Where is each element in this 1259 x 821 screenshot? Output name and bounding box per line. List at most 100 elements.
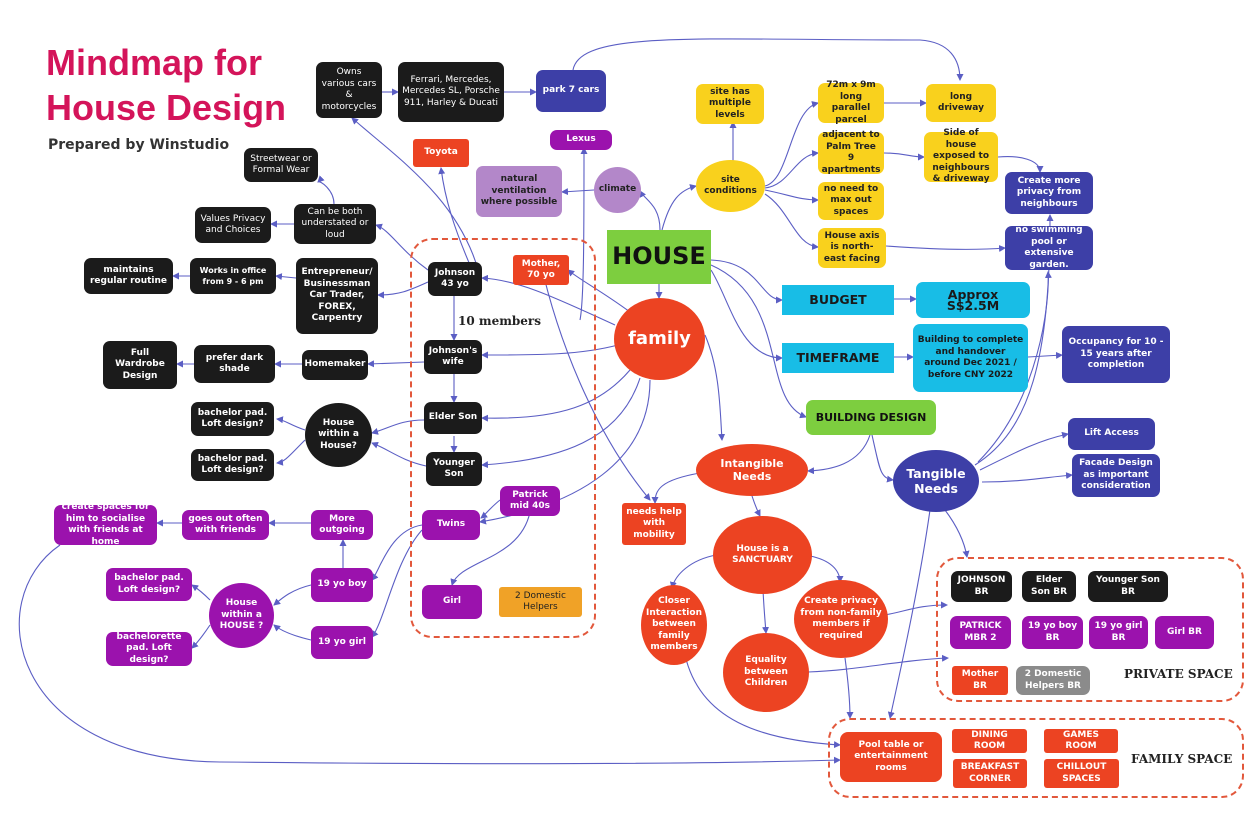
bachelor-pad-purple-node[interactable]: bachelor pad. Loft design? (106, 568, 192, 601)
entrepreneur-node[interactable]: Entrepreneur/ Businessman Car Trader, FO… (296, 258, 378, 334)
pool-table-node[interactable]: Pool table or entertainment rooms (840, 732, 942, 782)
bachelor-pad-black-1-node[interactable]: bachelor pad. Loft design? (191, 402, 274, 436)
tangible-needs-node[interactable]: Tangible Needs (893, 450, 979, 512)
link-create-pool (18, 544, 841, 765)
bachelorette-pad-node[interactable]: bachelorette pad. Loft design? (106, 632, 192, 666)
house-node[interactable]: HOUSE (607, 230, 711, 284)
occupancy-node[interactable]: Occupancy for 10 - 15 years after comple… (1062, 326, 1170, 383)
understated-node[interactable]: Can be both understated or loud (294, 204, 376, 244)
link-house-timeframe (710, 269, 783, 362)
dining-room-node[interactable]: DINING ROOM (952, 729, 1027, 753)
lift-access-node[interactable]: Lift Access (1068, 418, 1155, 450)
no-pool-node[interactable]: no swimming pool or extensive garden. (1005, 225, 1093, 270)
girl-19-node[interactable]: 19 yo girl (311, 626, 373, 659)
younger-son-br-node[interactable]: Younger Son BR (1088, 571, 1168, 602)
budget-node[interactable]: BUDGET (782, 285, 894, 315)
long-driveway-node[interactable]: long driveway (926, 84, 996, 122)
more-privacy-node[interactable]: Create more privacy from neighbours (1005, 172, 1093, 214)
create-privacy-node[interactable]: Create privacy from non-family members i… (794, 580, 888, 658)
streetwear-node[interactable]: Streetwear or Formal Wear (244, 148, 318, 182)
elder-son-br-node[interactable]: Elder Son BR (1022, 571, 1076, 602)
lexus-node[interactable]: Lexus (550, 130, 612, 150)
girl-br-node[interactable]: Girl BR (1155, 616, 1214, 649)
domestic-helpers-node[interactable]: 2 Domestic Helpers (499, 587, 582, 617)
link-househouse-bach (191, 584, 211, 601)
natural-ventilation-node[interactable]: natural ventilation where possible (476, 166, 562, 217)
parcel-node[interactable]: 72m x 9m long parallel parcel (818, 80, 884, 125)
toyota-node[interactable]: Toyota (413, 139, 469, 167)
link-sanctuary-privacy (809, 555, 844, 583)
budget-value-node[interactable]: Approx S$2.5M (916, 282, 1030, 318)
closer-interaction-node[interactable]: Closer Interaction between family member… (641, 585, 707, 665)
link-adjacent-side (883, 152, 925, 161)
link-entrepreneur-works (275, 273, 297, 281)
park-7-cars-node[interactable]: park 7 cars (536, 70, 606, 112)
helpers-br-node[interactable]: 2 Domestic Helpers BR (1016, 666, 1090, 695)
intangible-needs-node[interactable]: Intangible Needs (696, 444, 808, 496)
link-closer-pool (684, 654, 841, 749)
owns-cars-node[interactable]: Owns various cars & motorcycles (316, 62, 382, 118)
link-househouse-bachelorette (191, 624, 211, 649)
timeframe-node[interactable]: TIMEFRAME (782, 343, 894, 373)
equality-node[interactable]: Equality between Children (723, 633, 809, 712)
car-models-node[interactable]: Ferrari, Mercedes, Mercedes SL, Porsche … (398, 62, 504, 122)
link-site-parcel (764, 101, 819, 187)
adjacent-palm-tree-node[interactable]: adjacent to Palm Tree 9 apartments (818, 130, 884, 175)
mother-br-node[interactable]: Mother BR (952, 666, 1008, 695)
link-house-building (710, 264, 807, 419)
goes-out-node[interactable]: goes out often with friends (182, 510, 269, 540)
full-wardrobe-node[interactable]: Full Wardrobe Design (103, 341, 177, 389)
no-max-spaces-node[interactable]: no need to max out spaces (818, 182, 884, 220)
breakfast-corner-node[interactable]: BREAKFAST CORNER (953, 759, 1027, 788)
side-exposed-node[interactable]: Side of house exposed to neighbours & dr… (924, 128, 998, 184)
patrick-mbr-node[interactable]: PATRICK MBR 2 (950, 616, 1011, 649)
create-spaces-node[interactable]: create spaces for him to socialise with … (54, 502, 157, 547)
younger-son-node[interactable]: Younger Son (426, 452, 482, 486)
twins-node[interactable]: Twins (422, 510, 480, 540)
games-room-node[interactable]: GAMES ROOM (1044, 729, 1118, 753)
ten-members-label: 10 members (458, 314, 542, 328)
homemaker-node[interactable]: Homemaker (302, 350, 368, 380)
elder-son-node[interactable]: Elder Son (424, 402, 482, 434)
private-space-group (936, 557, 1244, 702)
link-park-driveway (572, 38, 964, 81)
johnsons-wife-node[interactable]: Johnson's wife (424, 340, 482, 374)
sanctuary-node[interactable]: House is a SANCTUARY (713, 516, 812, 594)
site-conditions-node[interactable]: site conditions (696, 160, 765, 212)
more-outgoing-node[interactable]: More outgoing (311, 510, 373, 540)
building-design-node[interactable]: BUILDING DESIGN (806, 400, 936, 435)
mother-node[interactable]: Mother, 70 yo (513, 255, 569, 285)
boy-19-node[interactable]: 19 yo boy (311, 568, 373, 602)
needs-help-mobility-node[interactable]: needs help with mobility (622, 503, 686, 545)
bachelor-pad-black-2-node[interactable]: bachelor pad. Loft design? (191, 449, 274, 481)
link-privacy-private (884, 601, 948, 616)
link-patrick-girl (450, 511, 531, 586)
boy-br-node[interactable]: 19 yo boy BR (1022, 616, 1083, 649)
maintains-routine-node[interactable]: maintains regular routine (84, 258, 173, 294)
johnson-node[interactable]: Johnson 43 yo (428, 262, 482, 296)
values-privacy-node[interactable]: Values Privacy and Choices (195, 207, 271, 243)
facade-design-node[interactable]: Facade Design as important consideration (1072, 454, 1160, 497)
prefer-dark-node[interactable]: prefer dark shade (194, 345, 275, 383)
link-family-johnson (481, 274, 616, 326)
johnson-br-node[interactable]: JOHNSON BR (951, 571, 1012, 602)
house-axis-node[interactable]: House axis is north-east facing (818, 228, 886, 268)
girl-node[interactable]: Girl (422, 585, 482, 619)
site-multiple-levels-node[interactable]: site has multiple levels (696, 84, 764, 124)
works-office-node[interactable]: Works in office from 9 - 6 pm (190, 258, 276, 294)
house-within-house-purple-node[interactable]: House within a HOUSE ? (209, 583, 274, 648)
link-johnson-understated (375, 223, 429, 271)
house-within-house-black-node[interactable]: House within a House? (305, 403, 372, 467)
link-patrick-twins (480, 499, 501, 519)
family-space-group (828, 718, 1244, 798)
link-sanctuary-equality (762, 589, 770, 634)
climate-node[interactable]: climate (594, 167, 641, 213)
timeframe-value-node[interactable]: Building to complete and handover around… (913, 324, 1028, 392)
link-site-nomax (764, 189, 819, 204)
family-node[interactable]: family (614, 298, 705, 380)
chillout-spaces-node[interactable]: CHILLOUT SPACES (1044, 759, 1119, 788)
girl-19-br-node[interactable]: 19 yo girl BR (1089, 616, 1148, 649)
patrick-node[interactable]: Patrick mid 40s (500, 486, 560, 516)
link-site-axis (764, 193, 819, 250)
